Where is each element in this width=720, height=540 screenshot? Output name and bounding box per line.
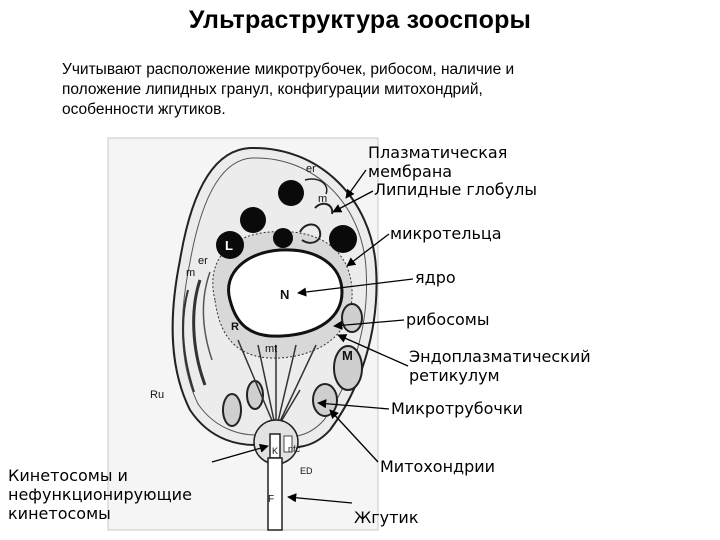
intro-line: положение липидных гранул, конфигурации …: [62, 81, 483, 98]
fig-letter: F: [268, 494, 274, 505]
label-microbodies: микротельца: [390, 224, 502, 243]
lipid-globule: [273, 228, 293, 248]
fig-letter: er: [306, 163, 316, 175]
arrow-er: [337, 334, 409, 367]
label-mitochondria: Митохондрии: [380, 457, 496, 476]
label-line: ретикулум: [409, 366, 500, 385]
label-line: Кинетосомы и: [8, 466, 128, 485]
label-microtubules: Микротрубочки: [391, 399, 523, 418]
er-strand: [192, 279, 207, 386]
arrow-mitochondria: [329, 409, 379, 463]
label-ribosomes: рибосомы: [406, 310, 490, 329]
arrow-lipid-globules: [332, 190, 374, 213]
arrow-kinetosomes: [211, 443, 269, 463]
fig-letter: ED: [300, 466, 313, 476]
mitochondrion-shape: [341, 303, 363, 333]
arrow-microtubules: [317, 399, 390, 410]
lipid-globule: [240, 207, 266, 233]
nonfunctional-kinetosome: [283, 435, 293, 453]
er-strand: [182, 289, 195, 393]
label-line: Плазматическая: [368, 143, 508, 162]
mitochondrion-shape: [333, 345, 363, 391]
fig-letter: er: [198, 255, 208, 267]
fig-letter: L: [225, 238, 233, 253]
label-plasma-membrane: Плазматическая мембрана: [368, 143, 507, 181]
label-nucleus: ядро: [415, 268, 456, 287]
lipid-globule: [278, 180, 304, 206]
microbody: [299, 223, 322, 244]
intro-line: особенности жгутиков.: [62, 101, 226, 118]
fig-letter: N: [280, 287, 289, 302]
arrow-flagellum: [287, 493, 353, 504]
label-line: нефункционирующие: [8, 485, 192, 504]
fig-letter: K: [272, 446, 278, 456]
label-endoplasmic-reticulum: Эндоплазматический ретикулум: [409, 347, 591, 385]
label-lipid-globules: Липидные глобулы: [374, 180, 537, 199]
microtubules-bundle: [237, 339, 317, 431]
flagellum-shape: [267, 457, 283, 531]
er-strand: [202, 271, 213, 361]
arrow-plasma-membrane: [345, 169, 367, 199]
fig-letter: Ru: [150, 389, 164, 401]
microbody: [304, 178, 328, 195]
fig-letter: R: [231, 321, 239, 333]
arrow-nucleus: [297, 278, 414, 297]
mitochondrion-shape: [222, 393, 242, 427]
microbody: [314, 202, 334, 215]
nucleus-shape: [227, 248, 344, 338]
label-line: мембрана: [368, 162, 453, 181]
fig-letter: m: [186, 267, 195, 279]
label-line: Эндоплазматический: [409, 347, 591, 366]
label-flagellum: Жгутик: [354, 508, 419, 527]
fig-letter: nfc: [288, 444, 301, 454]
arrow-microbodies: [346, 233, 390, 267]
mitochondrion-shape: [312, 383, 338, 417]
intro-line: Учитывают расположение микротрубочек, ри…: [62, 61, 515, 78]
lipid-globule: [329, 225, 357, 253]
fig-letter: M: [342, 348, 353, 363]
label-line: кинетосомы: [8, 504, 111, 523]
label-kinetosomes: Кинетосомы и нефункционирующие кинетосом…: [8, 466, 192, 523]
lipid-globule: [216, 231, 244, 259]
fig-letter: mt: [265, 343, 277, 355]
fig-letter: m: [318, 193, 327, 205]
intro-text: Учитывают расположение микротрубочек, ри…: [62, 60, 622, 120]
arrow-ribosomes: [333, 319, 405, 330]
page-title: Ультраструктура зооспоры: [188, 6, 532, 34]
